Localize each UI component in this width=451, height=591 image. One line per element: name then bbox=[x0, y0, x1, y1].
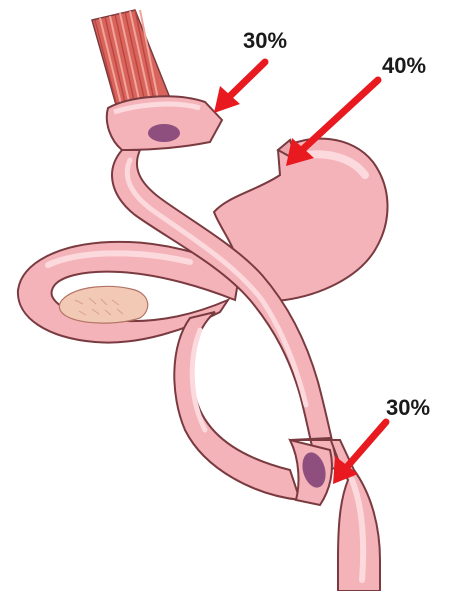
label-bottom-percent: 30% bbox=[386, 397, 430, 419]
label-top-left-percent: 30% bbox=[243, 30, 287, 52]
pancreas bbox=[59, 286, 147, 323]
label-top-right-percent: 40% bbox=[382, 55, 426, 77]
pouch-anastomosis bbox=[148, 124, 180, 142]
arrow-top-left bbox=[214, 62, 265, 113]
gastric-pouch bbox=[107, 96, 222, 150]
